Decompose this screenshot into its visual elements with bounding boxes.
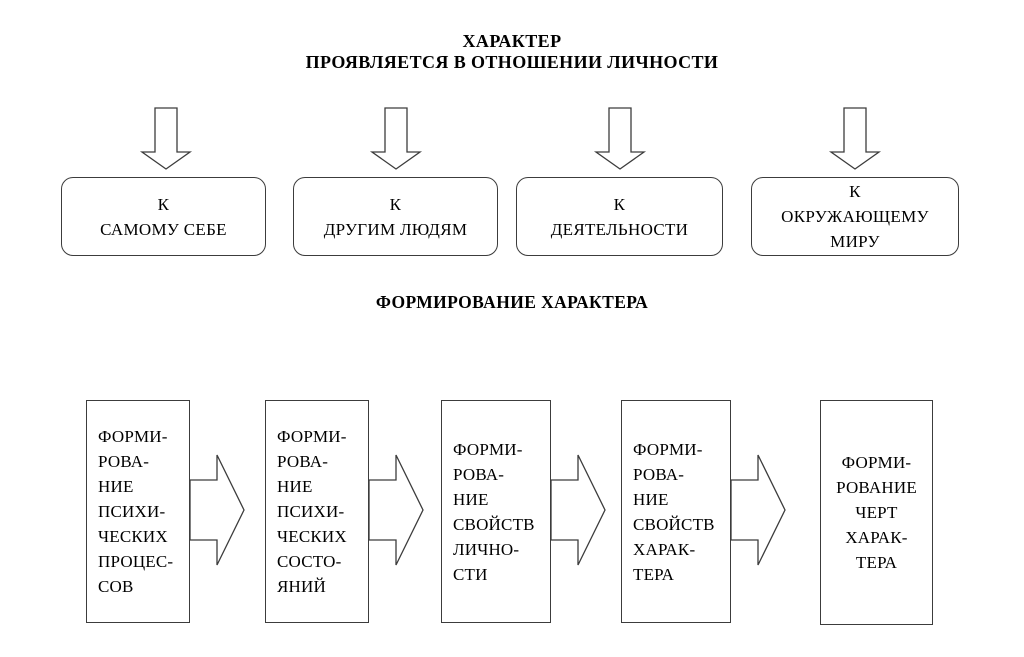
relation-box-label: К ОКРУЖАЮЩЕМУ МИРУ [781,182,929,251]
stage-box-label: ФОРМИ- РОВАНИЕ ЧЕРТ ХАРАК- ТЕРА [836,453,917,572]
relation-box-label: К ДРУГИМ ЛЮДЯМ [323,194,468,239]
stage-box-mental-states: ФОРМИ- РОВА- НИЕ ПСИХИ- ЧЕСКИХ СОСТО- ЯН… [265,400,369,623]
down-arrow-icon [593,107,647,170]
down-arrow-icon [828,107,882,170]
relation-box-self: К САМОМУ СЕБЕ [61,177,266,256]
relation-box-activity: К ДЕЯТЕЛЬНОСТИ [516,177,723,256]
stage-box-character-traits: ФОРМИ- РОВАНИЕ ЧЕРТ ХАРАК- ТЕРА [820,400,933,625]
manifestation-title: ХАРАКТЕР ПРОЯВЛЯЕТСЯ В ОТНОШЕНИИ ЛИЧНОСТ… [305,31,719,72]
stage-box-personality-properties: ФОРМИ- РОВА- НИЕ СВОЙСТВ ЛИЧНО- СТИ [441,400,551,623]
right-arrow-icon [550,454,606,566]
right-arrow-icon [189,454,245,566]
right-arrow-icon [368,454,424,566]
down-arrow-icon [369,107,423,170]
stage-box-label: ФОРМИ- РОВА- НИЕ ПСИХИ- ЧЕСКИХ ПРОЦЕС- С… [98,427,174,596]
formation-title: ФОРМИРОВАНИЕ ХАРАКТЕРА [375,292,649,312]
stage-box-label: ФОРМИ- РОВА- НИЕ СВОЙСТВ ЛИЧНО- СТИ [453,439,535,584]
down-arrow-icon [139,107,193,170]
stage-box-label: ФОРМИ- РОВА- НИЕ СВОЙСТВ ХАРАК- ТЕРА [633,439,715,584]
stage-box-label: ФОРМИ- РОВА- НИЕ ПСИХИ- ЧЕСКИХ СОСТО- ЯН… [277,427,347,596]
relation-box-label: К САМОМУ СЕБЕ [100,194,227,239]
right-arrow-icon [730,454,786,566]
relation-box-label: К ДЕЯТЕЛЬНОСТИ [550,194,689,239]
stage-box-mental-processes: ФОРМИ- РОВА- НИЕ ПСИХИ- ЧЕСКИХ ПРОЦЕС- С… [86,400,190,623]
relation-box-surrounding-world: К ОКРУЖАЮЩЕМУ МИРУ [751,177,959,256]
relation-box-other-people: К ДРУГИМ ЛЮДЯМ [293,177,498,256]
stage-box-character-properties: ФОРМИ- РОВА- НИЕ СВОЙСТВ ХАРАК- ТЕРА [621,400,731,623]
